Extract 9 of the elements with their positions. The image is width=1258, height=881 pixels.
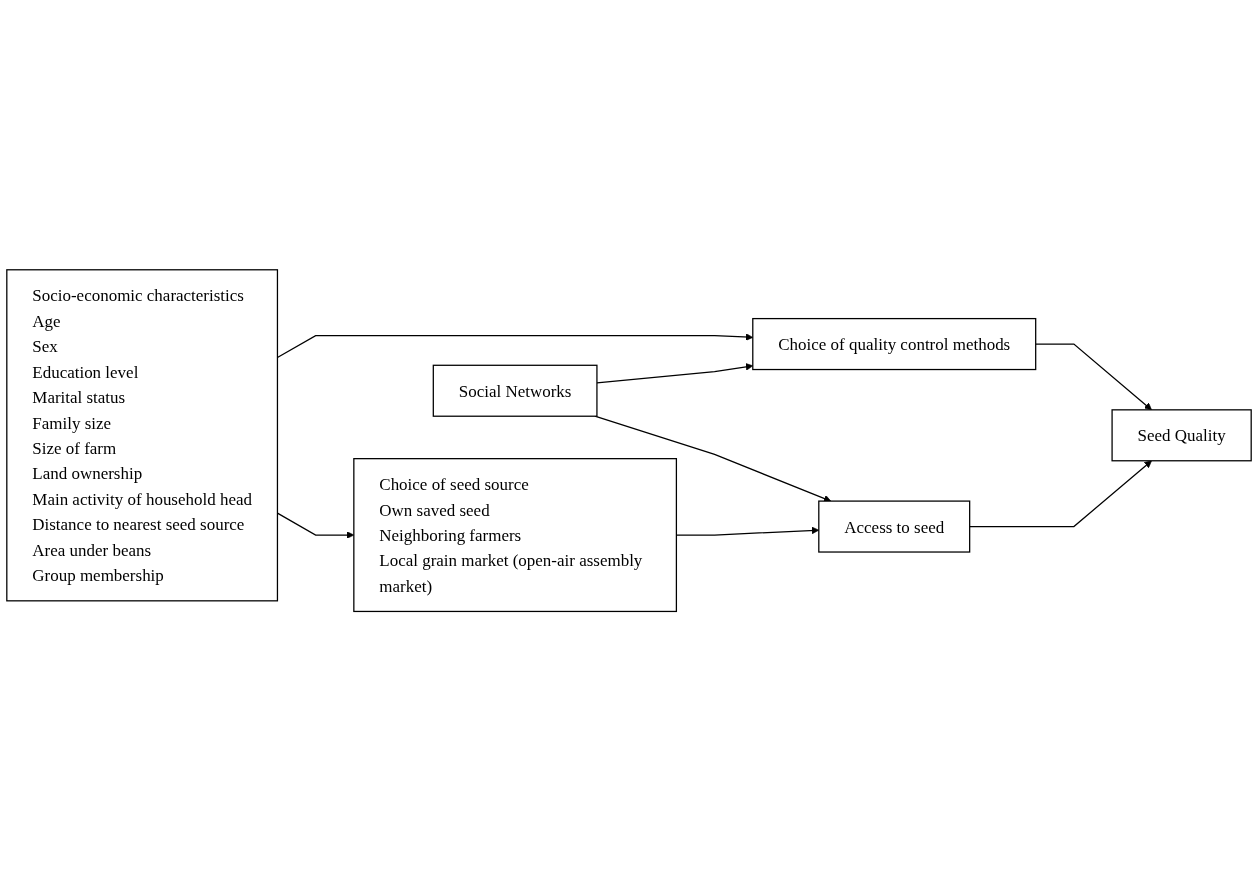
node-box: Choice of seed source Own saved seed Neighboring farmers Local grain market (open-air assembly market) — [353, 457, 678, 612]
node-box: Seed Quality — [1111, 409, 1252, 462]
arrow — [969, 460, 1152, 528]
arrow — [1035, 343, 1152, 411]
node-box: Choice of quality control methods — [752, 317, 1037, 371]
node-box: Social Networks — [432, 364, 598, 417]
node-box: Access to seed — [818, 500, 971, 553]
node-box: Socio-economic characteristics Age Sex Education level Marital status Family size Size of farm Land ownership Main activity of household head Distance to nearest seed source Area under beans Group membership — [6, 269, 279, 602]
arrow — [594, 415, 832, 502]
